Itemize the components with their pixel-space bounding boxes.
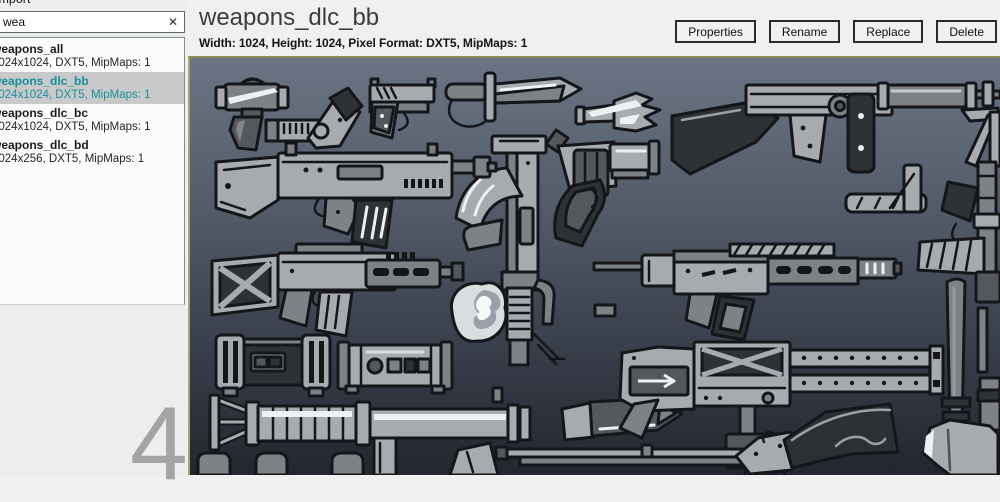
weapon-pistol xyxy=(368,77,437,140)
texture-name: weapons_dlc_bb xyxy=(0,74,89,88)
texture-details: Width: 1024, Height: 1024, Pixel Format:… xyxy=(199,36,528,50)
delete-button[interactable]: Delete xyxy=(936,20,997,43)
weapon-snowball xyxy=(449,281,508,343)
page-title: weapons_dlc_bb xyxy=(199,4,380,31)
weapon-folding-stock xyxy=(844,163,928,214)
texture-meta: 1024x1024, DXT5, MipMaps: 1 xyxy=(0,57,151,69)
page-number: 4 xyxy=(130,386,188,502)
weapon-bayonet xyxy=(444,71,583,128)
weapon-pipe-bomb xyxy=(336,340,454,395)
texture-meta: 1024x1024, DXT5, MipMaps: 1 xyxy=(0,121,151,133)
texture-list: weapons_all 1024x1024, DXT5, MipMaps: 1 … xyxy=(0,37,185,305)
weapon-grip-parts xyxy=(196,436,500,475)
weapons-atlas xyxy=(196,71,1000,475)
weapon-detonator xyxy=(214,77,290,152)
texture-name: weapons_dlc_bd xyxy=(0,138,89,152)
import-button[interactable]: Import xyxy=(0,0,30,6)
weapon-musket xyxy=(494,402,900,475)
weapon-sticky-bomb xyxy=(214,333,332,398)
weapon-assault-rifle xyxy=(592,242,903,342)
weapon-carbine-rifle xyxy=(210,242,465,338)
search-box: ✕ xyxy=(0,11,185,33)
replace-button[interactable]: Replace xyxy=(853,20,924,43)
texture-sidebar: Import ✕ weapons_all 1024x1024, DXT5, Mi… xyxy=(0,0,188,496)
properties-button[interactable]: Properties xyxy=(675,20,756,43)
weapon-broken-bottle xyxy=(574,91,662,133)
texture-name: weapons_all xyxy=(0,42,64,56)
list-item-weapons-all[interactable]: weapons_all 1024x1024, DXT5, MipMaps: 1 xyxy=(0,40,184,72)
weapon-revolver xyxy=(544,128,661,248)
texture-name: weapons_dlc_bc xyxy=(0,106,89,120)
search-input[interactable] xyxy=(0,13,162,31)
weapon-scar-rifle xyxy=(214,141,498,250)
list-item-weapons-dlc-bd[interactable]: weapons_dlc_bd 1024x256, DXT5, MipMaps: … xyxy=(0,136,184,168)
weapon-axe xyxy=(922,277,1000,475)
list-item-weapons-dlc-bb[interactable]: weapons_dlc_bb 1024x1024, DXT5, MipMaps:… xyxy=(0,72,184,104)
rename-button[interactable]: Rename xyxy=(768,20,841,43)
weapon-vertical-machine-gun xyxy=(916,106,1000,464)
weapon-tommy-gun xyxy=(670,80,1000,176)
weapon-rocket-launcher xyxy=(208,386,532,452)
texture-canvas[interactable] xyxy=(188,56,1000,475)
clear-search-icon[interactable]: ✕ xyxy=(167,15,179,29)
toolbar: Properties Rename Replace Delete xyxy=(675,20,997,43)
texture-meta: 1024x1024, DXT5, MipMaps: 1 xyxy=(0,89,151,101)
texture-detail-panel: weapons_dlc_bb Width: 1024, Height: 1024… xyxy=(186,0,1000,475)
list-item-weapons-dlc-bc[interactable]: weapons_dlc_bc 1024x1024, DXT5, MipMaps:… xyxy=(0,104,184,136)
texture-meta: 1024x256, DXT5, MipMaps: 1 xyxy=(0,153,145,165)
weapon-machine-pistol xyxy=(264,86,364,150)
